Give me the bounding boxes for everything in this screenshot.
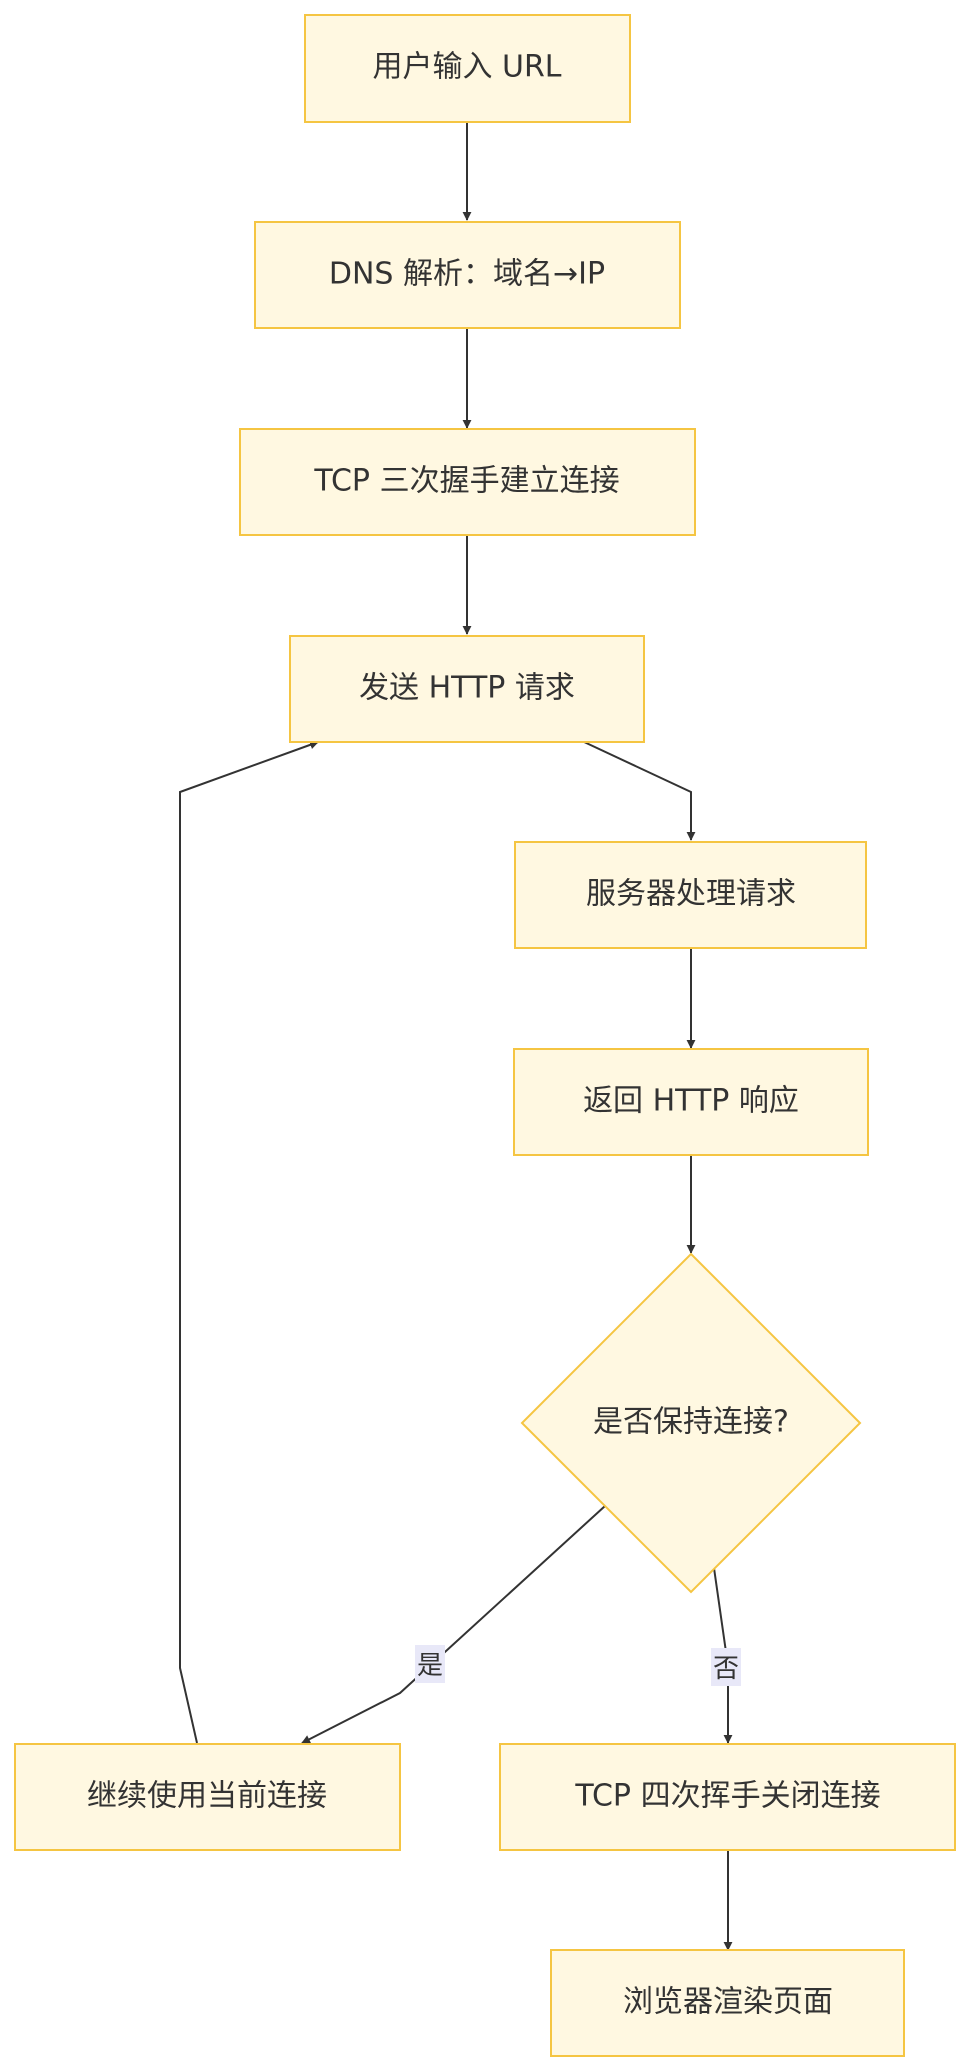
node-dns-resolve-label: DNS 解析：域名→IP xyxy=(329,257,605,292)
edge-label-yes: 是 xyxy=(415,1645,445,1683)
node-http-response: 返回 HTTP 响应 xyxy=(513,1048,869,1156)
edges xyxy=(179,122,733,1951)
node-tcp-handshake-label: TCP 三次握手建立连接 xyxy=(313,464,619,499)
node-reuse-connection-label: 继续使用当前连接 xyxy=(87,1779,327,1814)
node-tcp-close: TCP 四次挥手关闭连接 xyxy=(499,1743,956,1851)
node-dns-resolve: DNS 解析：域名→IP xyxy=(254,221,681,329)
edge-keepalive-loop xyxy=(179,740,319,1744)
node-tcp-close-label: TCP 四次挥手关闭连接 xyxy=(574,1779,880,1814)
node-server-process: 服务器处理请求 xyxy=(514,841,867,949)
node-user-input-url-label: 用户输入 URL xyxy=(372,50,561,85)
node-tcp-handshake: TCP 三次握手建立连接 xyxy=(239,428,696,536)
node-browser-render: 浏览器渲染页面 xyxy=(550,1949,905,2057)
node-server-process-label: 服务器处理请求 xyxy=(586,877,796,912)
node-user-input-url: 用户输入 URL xyxy=(304,14,631,123)
node-keepalive-decision: 是否保持连接? xyxy=(520,1252,862,1594)
node-browser-render-label: 浏览器渲染页面 xyxy=(623,1985,833,2020)
node-reuse-connection: 继续使用当前连接 xyxy=(14,1743,401,1851)
edge-label-no: 否 xyxy=(711,1648,741,1686)
edge-label-yes-text: 是 xyxy=(417,1651,443,1681)
edge-request-to-server xyxy=(581,740,696,841)
edge-decision-yes xyxy=(301,1505,606,1744)
node-http-response-label: 返回 HTTP 响应 xyxy=(583,1084,799,1119)
node-keepalive-decision-label: 是否保持连接? xyxy=(593,1405,789,1440)
edge-label-no-text: 否 xyxy=(713,1654,739,1684)
node-send-http-request: 发送 HTTP 请求 xyxy=(289,635,645,743)
node-send-http-request-label: 发送 HTTP 请求 xyxy=(359,671,575,706)
